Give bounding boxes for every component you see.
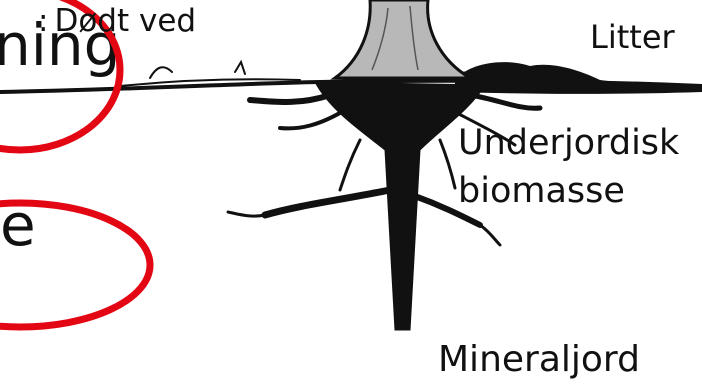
label-biomasse: biomasse xyxy=(458,172,625,211)
litter-mound xyxy=(455,62,702,94)
label-litter: Litter xyxy=(590,20,675,56)
tree-trunk xyxy=(335,0,470,78)
label-underjordisk: Underjordisk xyxy=(458,124,679,163)
label-mineraljord: Mineraljord xyxy=(438,340,640,380)
label-dodt-ved: :Dødt ved xyxy=(38,4,196,39)
red-highlight-ellipse-bottom xyxy=(0,203,150,327)
